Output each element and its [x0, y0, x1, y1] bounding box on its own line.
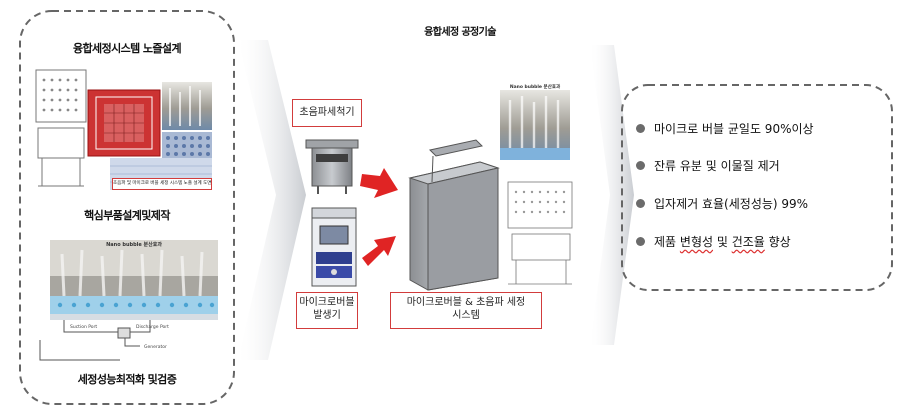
system-drawing	[508, 182, 572, 284]
microbubble-generator-image	[312, 208, 356, 286]
svg-text:Generator: Generator	[144, 344, 167, 350]
bullet-dot-icon	[636, 161, 645, 170]
nozzle-figure-caption: 초음파 및 마이크로 버블 세정 시스템 노즐 설계 도면	[112, 178, 212, 190]
microbubble-label-line1: 마이크로버블	[297, 296, 357, 309]
system-label-line1: 마이크로버블 & 초음파 세정	[391, 296, 541, 309]
bullet-dot-icon	[636, 199, 645, 208]
bullet-dot-icon	[636, 124, 645, 133]
result-item-1-text: 마이크로 버블 균일도 90%이상	[654, 120, 814, 137]
nano-bubble-figure-title: Nano bubble 분산효과	[50, 241, 218, 248]
result-item-4-pre: 제품	[654, 233, 680, 250]
bubble-photo	[500, 90, 570, 160]
result-item-3-text: 입자제거 효율(세정성능) 99%	[654, 195, 808, 212]
result-item-4-mid: 및	[713, 233, 732, 250]
result-item-1: 마이크로 버블 균일도 90%이상	[636, 120, 814, 137]
result-item-4-word-2: 건조율	[732, 233, 765, 250]
arrow-microbubble-to-system	[362, 236, 396, 266]
nano-bubble-figure: Suction Port Discharge Port Generator	[40, 240, 218, 360]
ultrasonic-cleaner-image	[306, 140, 358, 194]
section-2-title: 핵심부품설계및제작	[22, 207, 232, 223]
cleaning-system-label: 마이크로버블 & 초음파 세정 시스템	[390, 292, 542, 329]
microbubble-generator-label: 마이크로버블 발생기	[296, 292, 358, 329]
arrow-ultrasonic-to-system	[360, 168, 398, 198]
header-title-wrap: 융합세정 공정기술	[0, 20, 920, 39]
page-title: 융합세정 공정기술	[424, 27, 496, 38]
svg-text:Discharge Port: Discharge Port	[136, 324, 169, 330]
microbubble-label-line2: 발생기	[297, 309, 357, 322]
result-item-4: 제품 변형성 및 건조율 향상	[636, 233, 791, 250]
result-item-2-text: 잔류 유분 및 이물질 제거	[654, 157, 780, 174]
section-3-title: 세정성능최적화 및검증	[22, 371, 232, 387]
cleaning-system-image	[410, 140, 498, 290]
system-label-line2: 시스템	[391, 309, 541, 322]
section-1-title: 융합세정시스템 노즐설계	[22, 40, 232, 56]
nozzle-design-figure	[36, 70, 212, 190]
results-list: 마이크로 버블 균일도 90%이상 잔류 유분 및 이물질 제거 입자제거 효율…	[628, 92, 896, 288]
result-item-2: 잔류 유분 및 이물질 제거	[636, 157, 780, 174]
svg-text:Suction Port: Suction Port	[70, 324, 97, 330]
bullet-dot-icon	[636, 237, 645, 246]
result-item-3: 입자제거 효율(세정성능) 99%	[636, 195, 808, 212]
result-item-4-post: 향상	[765, 233, 791, 250]
bubble-photo-caption: Nano bubble 분산효과	[500, 84, 570, 90]
result-item-4-word-1: 변형성	[680, 233, 713, 250]
ultrasonic-cleaner-label: 초음파세척기	[292, 99, 362, 127]
